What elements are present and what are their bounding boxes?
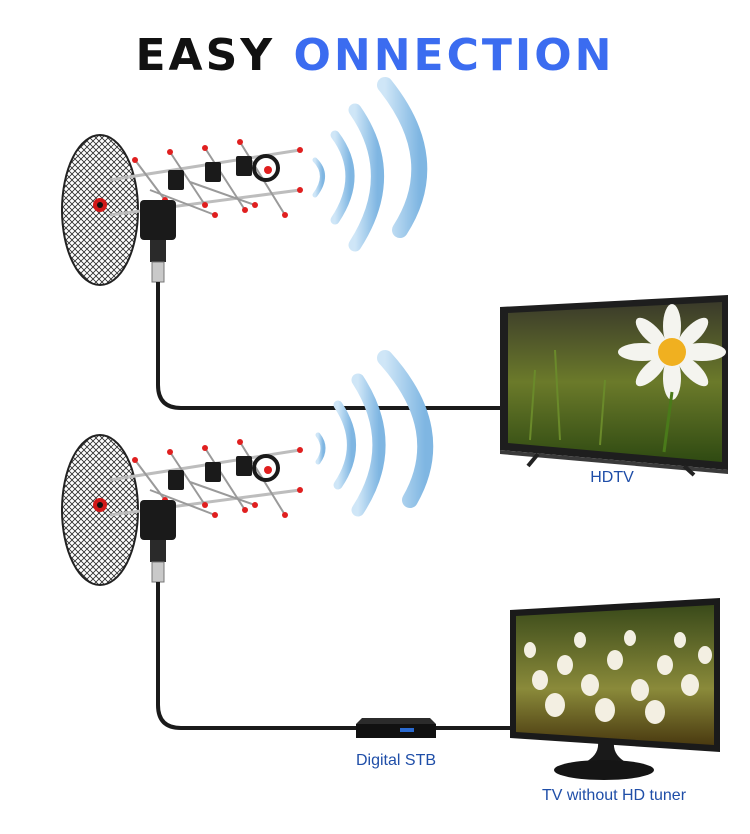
cable-top bbox=[158, 282, 512, 408]
signal-waves-icon-bottom bbox=[318, 358, 425, 510]
set-top-box-icon bbox=[356, 718, 436, 738]
tv-no-tuner-label: TV without HD tuner bbox=[542, 787, 687, 804]
signal-waves-icon-top bbox=[315, 85, 419, 245]
hdtv-label: HDTV bbox=[590, 469, 634, 486]
hdtv-icon bbox=[500, 295, 728, 475]
stb-label: Digital STB bbox=[356, 752, 436, 769]
antenna-icon-top bbox=[62, 135, 303, 285]
cable-bottom bbox=[158, 582, 515, 728]
monitor-tv-icon bbox=[510, 598, 720, 780]
antenna-icon-bottom bbox=[62, 435, 303, 585]
